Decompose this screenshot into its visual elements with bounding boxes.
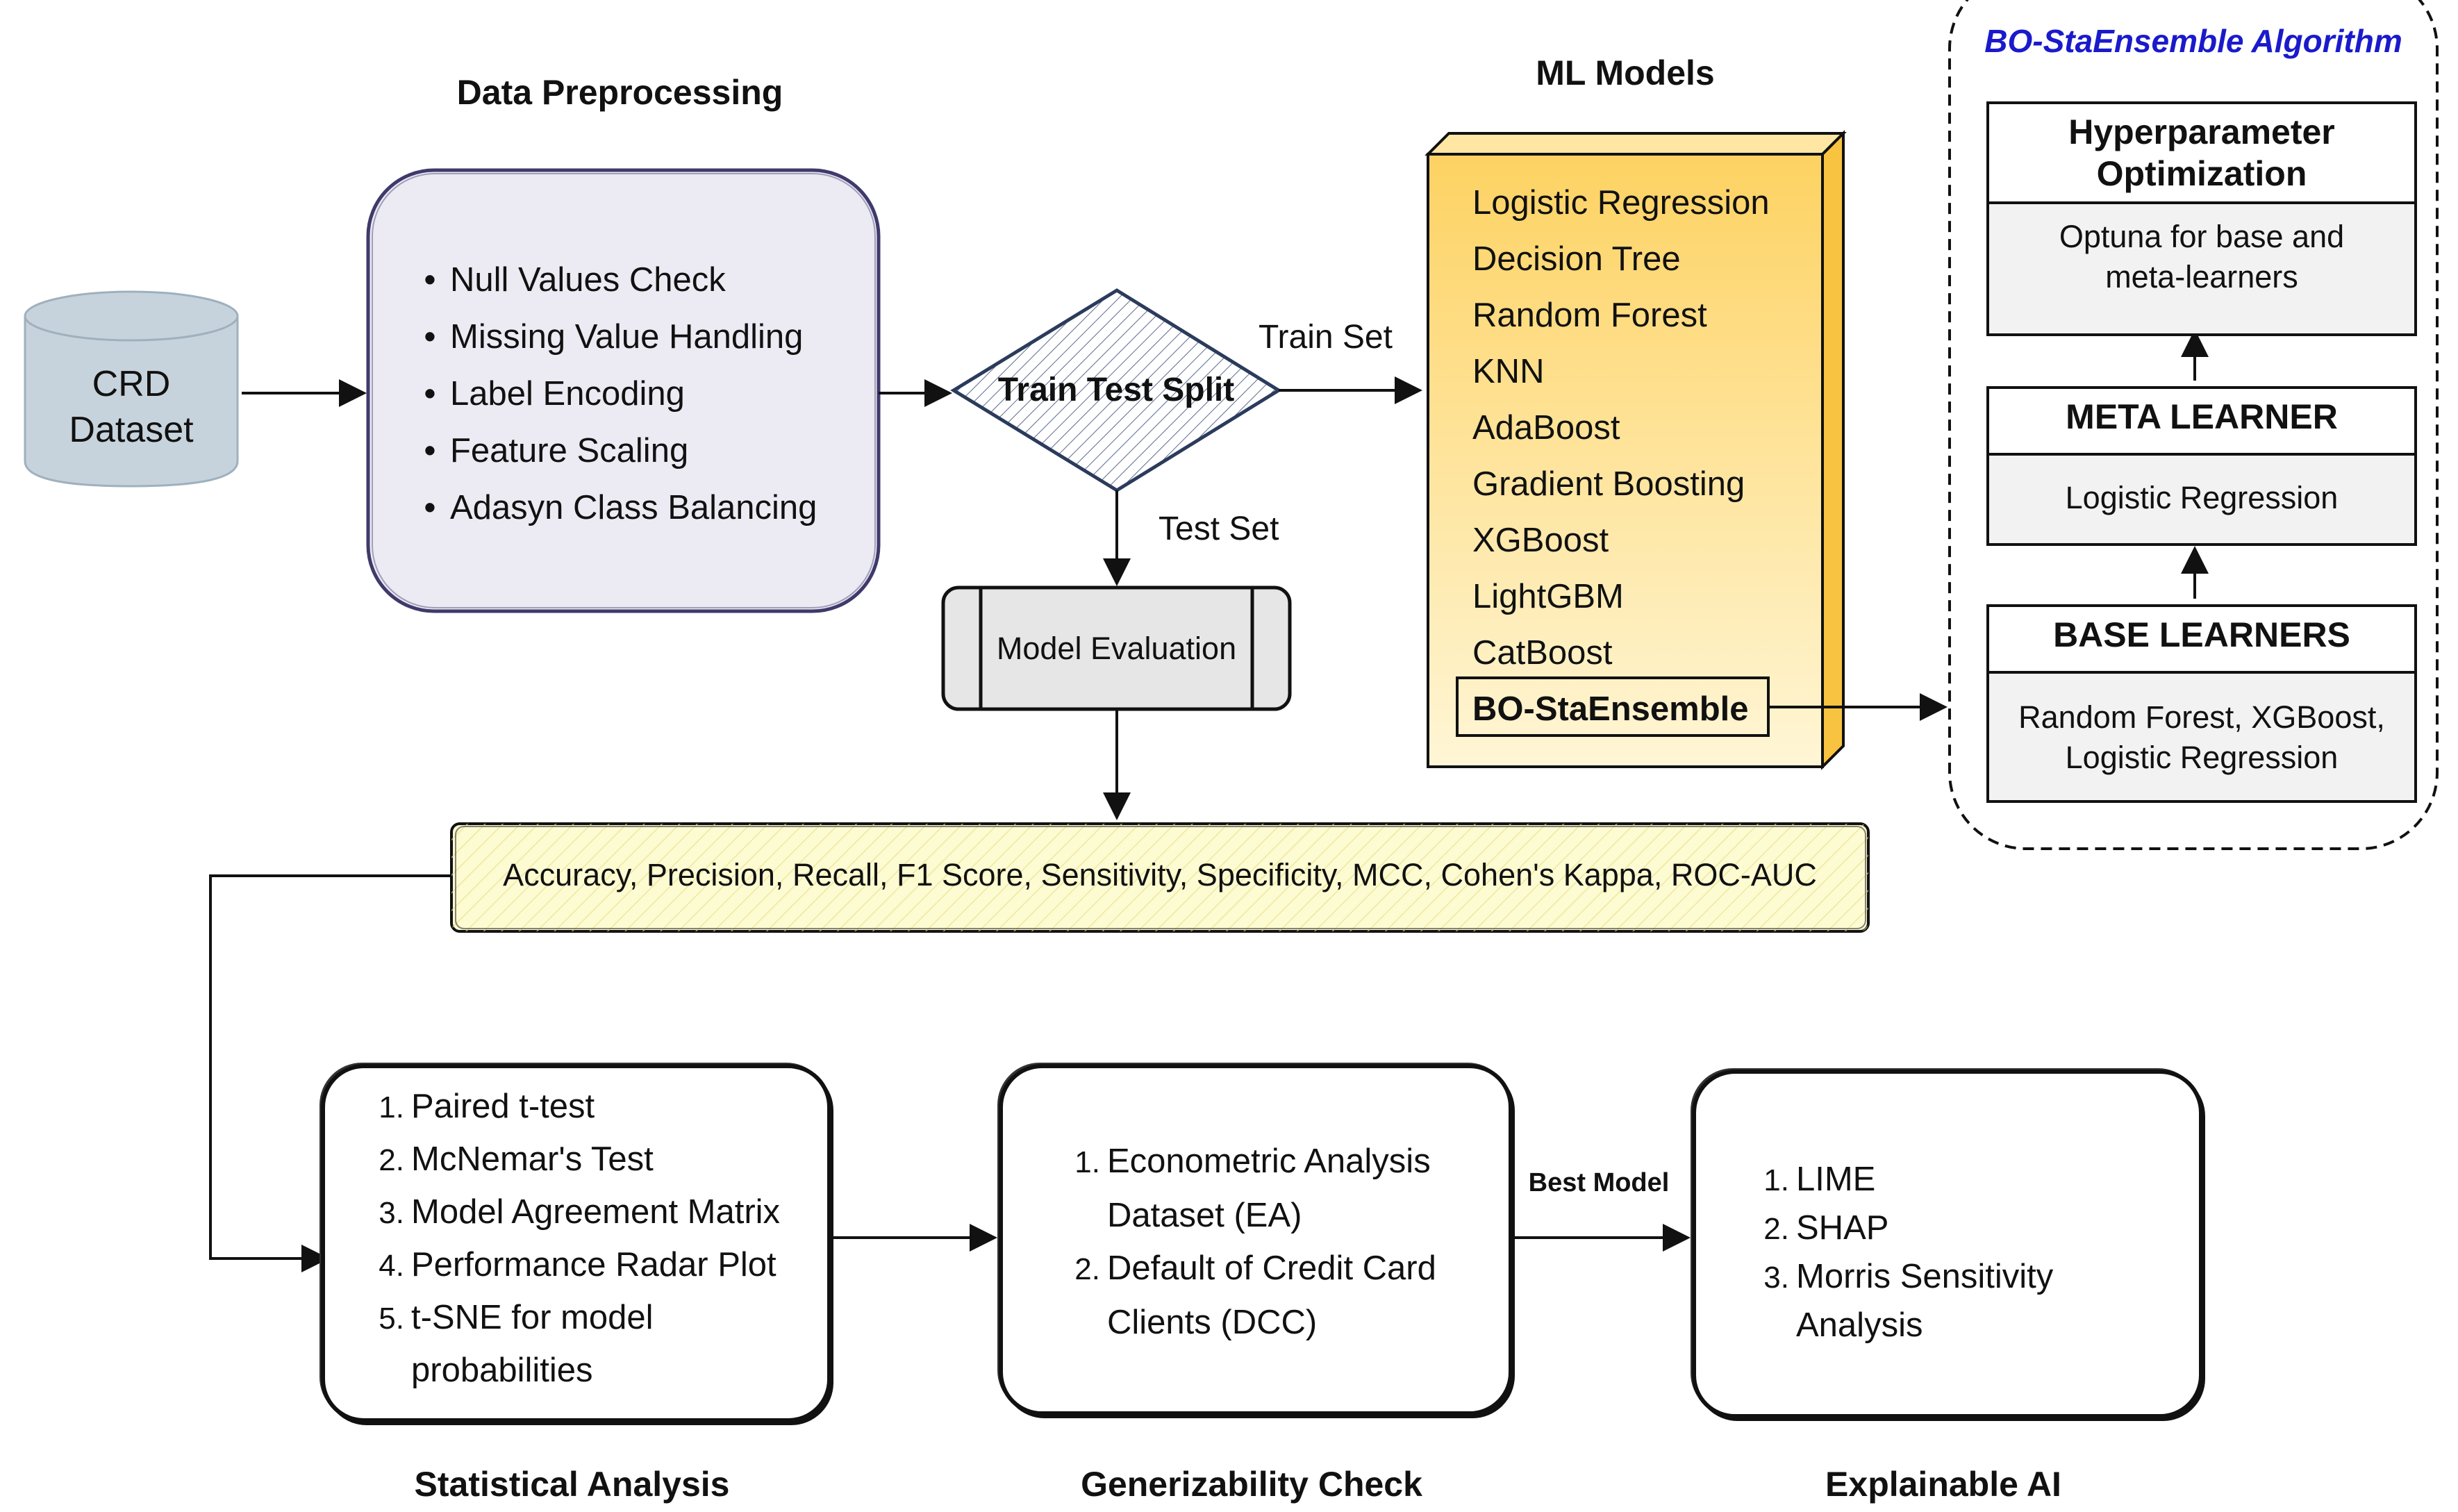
train-set-label: Train Set: [1259, 319, 1393, 356]
preprocessing-step: Label Encoding: [410, 365, 817, 422]
statistical-item: Paired t-test: [411, 1088, 595, 1125]
hpo-panel-body: Optuna for base and meta-learners: [1989, 217, 2414, 297]
list-number: 3.: [379, 1196, 404, 1230]
ml-model-item: Logistic Regression: [1472, 184, 1770, 222]
generalizability-title: Generizability Check: [1081, 1465, 1422, 1504]
statistical-item: t-SNE for model: [411, 1299, 654, 1336]
base-learners-body: Random Forest, XGBoost, Logistic Regress…: [1989, 697, 2414, 778]
statistical-analysis-title: Statistical Analysis: [414, 1465, 730, 1504]
explainable-item: Analysis: [1796, 1306, 1923, 1344]
statistical-item: probabilities: [411, 1352, 593, 1389]
generalizability-list: 1.Econometric Analysis Dataset (EA) 2.De…: [1063, 1135, 1436, 1349]
crd-dataset-line2: Dataset: [69, 410, 194, 450]
preprocessing-step: Null Values Check: [410, 251, 817, 308]
generalizability-item: Default of Credit Card: [1107, 1249, 1436, 1287]
hpo-body-line2: meta-learners: [2105, 259, 2298, 294]
list-number: 3.: [1763, 1261, 1789, 1295]
ml-model-highlighted-item: BO-StaEnsemble: [1472, 690, 1749, 728]
generalizability-box: 1.Econometric Analysis Dataset (EA) 2.De…: [999, 1064, 1513, 1415]
meta-learner-panel: META LEARNER Logistic Regression: [1986, 386, 2417, 546]
statistical-item: Model Agreement Matrix: [411, 1193, 781, 1231]
meta-learner-header: META LEARNER: [1989, 389, 2414, 456]
best-model-label: Best Model: [1528, 1168, 1670, 1197]
explainable-ai-box: 1.LIME 2.SHAP 3.Morris Sensitivity Analy…: [1692, 1070, 2203, 1418]
ml-models-box: [1425, 130, 1847, 770]
ml-models-list: Logistic Regression Decision Tree Random…: [1472, 175, 1770, 738]
test-set-label: Test Set: [1159, 510, 1279, 547]
list-number: 1.: [379, 1090, 404, 1124]
ml-model-item: AdaBoost: [1472, 409, 1620, 447]
preprocessing-steps-list: Null Values Check Missing Value Handling…: [410, 251, 817, 536]
model-evaluation-label: Model Evaluation: [996, 631, 1237, 666]
explainable-ai-title: Explainable AI: [1825, 1465, 2061, 1504]
ml-model-item: KNN: [1472, 353, 1545, 390]
ml-models-title: ML Models: [1536, 53, 1715, 92]
hpo-head-line1: Hyperparameter: [2068, 113, 2335, 151]
list-number: 2.: [1074, 1252, 1100, 1286]
ml-model-item: Random Forest: [1472, 297, 1707, 334]
statistical-item: McNemar's Test: [411, 1140, 654, 1178]
statistical-item: Performance Radar Plot: [411, 1246, 777, 1283]
crd-dataset-line1: CRD: [92, 364, 171, 404]
base-learners-head: BASE LEARNERS: [2053, 615, 2350, 654]
preprocessing-step: Missing Value Handling: [410, 308, 817, 365]
hpo-panel: Hyperparameter Optimization Optuna for b…: [1986, 101, 2417, 336]
train-test-split-label: Train Test Split: [997, 372, 1235, 408]
base-learners-body-line1: Random Forest, XGBoost,: [2018, 699, 2385, 735]
ml-model-item: XGBoost: [1472, 522, 1609, 559]
base-learners-panel: BASE LEARNERS Random Forest, XGBoost, Lo…: [1986, 604, 2417, 803]
algorithm-dashed-panel: [1948, 0, 2439, 850]
ml-model-item: CatBoost: [1472, 634, 1613, 672]
generalizability-item: Econometric Analysis: [1107, 1143, 1431, 1180]
hpo-head-line2: Optimization: [2096, 154, 2307, 193]
list-number: 1.: [1074, 1145, 1100, 1179]
list-number: 2.: [1763, 1212, 1789, 1246]
generalizability-item: Dataset (EA): [1107, 1197, 1302, 1234]
crd-dataset-node: CRD Dataset: [25, 361, 238, 453]
list-number: 2.: [379, 1143, 404, 1177]
meta-learner-body: Logistic Regression: [2065, 480, 2339, 515]
list-number: 4.: [379, 1249, 404, 1283]
hpo-panel-header: Hyperparameter Optimization: [1989, 104, 2414, 204]
preprocessing-title: Data Preprocessing: [456, 73, 783, 112]
metrics-text: Accuracy, Precision, Recall, F1 Score, S…: [503, 857, 1817, 892]
ml-model-item: Gradient Boosting: [1472, 465, 1745, 503]
algorithm-title: BO-StaEnsemble Algorithm: [1984, 23, 2402, 59]
base-learners-body-line2: Logistic Regression: [2065, 740, 2339, 775]
preprocessing-step: Adasyn Class Balancing: [410, 479, 817, 536]
preprocessing-step: Feature Scaling: [410, 422, 817, 479]
list-number: 1.: [1763, 1163, 1789, 1197]
ml-model-item: Decision Tree: [1472, 240, 1681, 278]
statistical-analysis-box: 1.Paired t-test 2.McNemar's Test 3.Model…: [321, 1064, 831, 1422]
list-number: 5.: [379, 1302, 404, 1336]
base-learners-header: BASE LEARNERS: [1989, 607, 2414, 674]
explainable-item: Morris Sensitivity: [1796, 1258, 2054, 1295]
database-cylinder-icon: [24, 290, 239, 488]
explainable-ai-list: 1.LIME 2.SHAP 3.Morris Sensitivity Analy…: [1752, 1156, 2053, 1349]
explainable-item: SHAP: [1796, 1209, 1889, 1247]
explainable-item: LIME: [1796, 1161, 1876, 1198]
hpo-body-line1: Optuna for base and: [2059, 219, 2345, 254]
ml-model-item: LightGBM: [1472, 578, 1624, 615]
statistical-analysis-list: 1.Paired t-test 2.McNemar's Test 3.Model…: [367, 1081, 780, 1397]
generalizability-item: Clients (DCC): [1107, 1304, 1318, 1341]
meta-learner-head: META LEARNER: [2066, 397, 2338, 436]
